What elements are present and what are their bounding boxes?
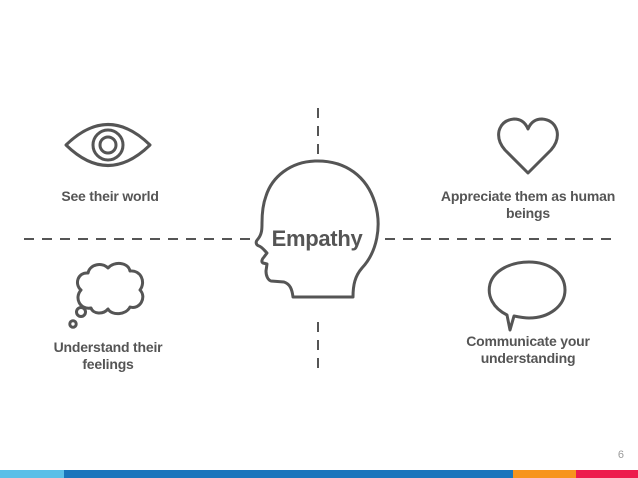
label-understand-feelings: Understand their feelings	[53, 339, 163, 372]
head-silhouette-icon	[254, 159, 380, 299]
speech-bubble-icon	[487, 260, 567, 332]
thought-bubble-icon	[68, 262, 145, 329]
footer-segment-blue	[64, 470, 513, 478]
page-number: 6	[617, 449, 624, 461]
label-communicate-understanding: Communicate your understanding	[466, 333, 590, 366]
center-label: Empathy	[271, 226, 363, 251]
footer-segment-orange	[513, 470, 576, 478]
label-see-their-world: See their world	[61, 188, 159, 204]
heart-icon	[497, 117, 559, 175]
footer-color-bar	[0, 470, 638, 478]
label-appreciate-them: Appreciate them as human beings	[440, 188, 616, 221]
footer-segment-red	[576, 470, 638, 478]
eye-icon	[64, 123, 152, 167]
footer-segment-light-blue	[0, 470, 64, 478]
